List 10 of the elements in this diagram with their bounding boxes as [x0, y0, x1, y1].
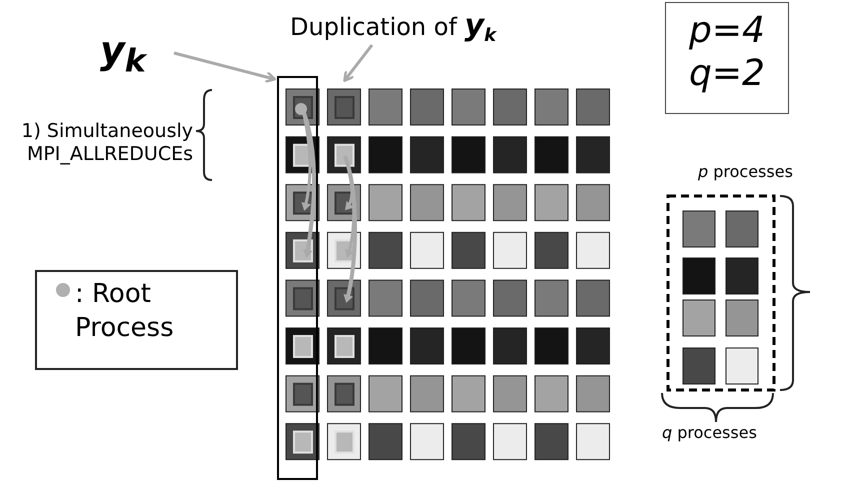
group-label: q processes — [662, 423, 757, 442]
parameter-box: p=4 q=2 — [665, 2, 789, 114]
arrow — [343, 44, 374, 82]
variable-label: y$_{k}$ — [100, 28, 172, 78]
group-label: p processes — [698, 162, 793, 181]
heading-text: Duplication of y$_{k}$ — [290, 8, 530, 44]
annotation-text: 1) Simultaneously MPI_ALLREDUCEs — [4, 120, 199, 184]
legend-text: : Root Process — [75, 278, 175, 345]
arrow — [174, 52, 276, 84]
column-outline — [277, 76, 318, 480]
